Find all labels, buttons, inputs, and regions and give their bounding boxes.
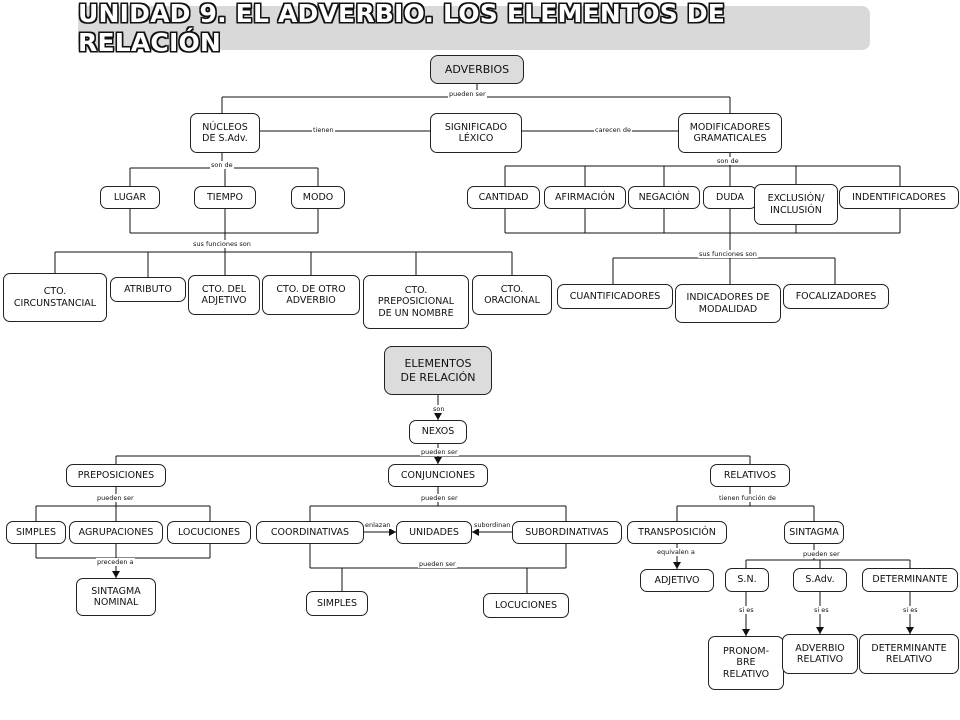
preposiciones-node: PREPOSICIONES — [66, 464, 166, 487]
negacion-node: NEGACIÓN — [628, 186, 700, 209]
sintagma-nominal-node: SINTAGMA NOMINAL — [76, 578, 156, 616]
adverbios-node: ADVERBIOS — [430, 55, 524, 84]
son-de-left-label: son de — [210, 161, 234, 169]
nexos-node: NEXOS — [409, 420, 467, 444]
lugar-node: LUGAR — [100, 186, 160, 209]
cto-oracional-node: CTO. ORACIONAL — [472, 275, 552, 315]
sint-pueden-ser-label: pueden ser — [802, 550, 841, 558]
sadv-node: S.Adv. — [793, 568, 847, 592]
subordinan-label: subordinan — [473, 521, 512, 529]
funciones-left-label: sus funciones son — [192, 240, 252, 248]
exclusion-node: EXCLUSIÓN/ INCLUSIÓN — [754, 184, 838, 225]
tienen-label: tienen — [312, 126, 335, 134]
determinante-node: DETERMINANTE — [862, 568, 958, 592]
modo-node: MODO — [291, 186, 345, 209]
adjetivo-node: ADJETIVO — [640, 569, 714, 592]
prep-pueden-ser-label: pueden ser — [96, 494, 135, 502]
conj-locuciones-node: LOCUCIONES — [483, 593, 569, 618]
indentificadores-node: INDENTIFICADORES — [839, 186, 959, 209]
pueden-ser-label: pueden ser — [448, 90, 487, 98]
atributo-node: ATRIBUTO — [110, 277, 186, 302]
nexos-pueden-ser-label: pueden ser — [420, 448, 459, 456]
conj-pueden-ser-2-label: pueden ser — [418, 560, 457, 568]
cto-adjetivo-node: CTO. DEL ADJETIVO — [188, 275, 260, 315]
cantidad-node: CANTIDAD — [467, 186, 540, 209]
prep-simples-node: SIMPLES — [6, 521, 66, 544]
son-label: son — [432, 405, 446, 413]
page-title: UNIDAD 9. EL ADVERBIO. LOS ELEMENTOS DE … — [78, 0, 726, 57]
relativos-node: RELATIVOS — [710, 464, 790, 487]
adverbio-relativo-node: ADVERBIO RELATIVO — [782, 634, 858, 674]
conjunciones-node: CONJUNCIONES — [388, 464, 488, 487]
funciones-right-label: sus funciones son — [698, 250, 758, 258]
conj-pueden-ser-label: pueden ser — [420, 494, 459, 502]
tienen-funcion-label: tienen función de — [718, 494, 777, 502]
cto-circunstancial-node: CTO. CIRCUNSTANCIAL — [3, 273, 107, 322]
prep-locuciones-node: LOCUCIONES — [167, 521, 251, 544]
carecen-de-label: carecen de — [594, 126, 632, 134]
indicadores-node: INDICADORES DE MODALIDAD — [675, 284, 781, 323]
cuantificadores-node: CUANTIFICADORES — [557, 284, 673, 309]
coordinativas-node: COORDINATIVAS — [256, 521, 364, 544]
si-es-1-label: si es — [738, 606, 755, 614]
agrupaciones-node: AGRUPACIONES — [69, 521, 163, 544]
equivalen-a-label: equivalen a — [656, 548, 696, 556]
enlazan-label: enlazan — [364, 521, 392, 529]
afirmacion-node: AFIRMACIÓN — [544, 186, 626, 209]
elementos-relacion-node: ELEMENTOS DE RELACIÓN — [384, 346, 492, 395]
subordinativas-node: SUBORDINATIVAS — [512, 521, 622, 544]
son-de-right-label: son de — [716, 157, 740, 165]
sintagma-node: SINTAGMA — [784, 521, 844, 544]
conj-simples-node: SIMPLES — [306, 591, 368, 616]
duda-node: DUDA — [703, 186, 757, 209]
cto-preposicional-node: CTO. PREPOSICIONAL DE UN NOMBRE — [363, 275, 469, 329]
sn-node: S.N. — [725, 568, 769, 592]
si-es-2-label: si es — [813, 606, 830, 614]
transposicion-node: TRANSPOSICIÓN — [627, 521, 727, 544]
pronombre-relativo-node: PRONOM- BRE RELATIVO — [708, 636, 784, 690]
si-es-3-label: si es — [902, 606, 919, 614]
unidades-node: UNIDADES — [396, 521, 472, 544]
cto-adverbio-node: CTO. DE OTRO ADVERBIO — [262, 275, 360, 315]
tiempo-node: TIEMPO — [194, 186, 256, 209]
determinante-relativo-node: DETERMINANTE RELATIVO — [859, 634, 959, 674]
significado-node: SIGNIFICADO LÉXICO — [430, 113, 522, 153]
preceden-a-label: preceden a — [96, 558, 135, 566]
focalizadores-node: FOCALIZADORES — [783, 284, 889, 309]
modificadores-node: MODIFICADORES GRAMATICALES — [678, 113, 782, 153]
nucleos-node: NÚCLEOS DE S.Adv. — [190, 113, 260, 153]
title-banner: UNIDAD 9. EL ADVERBIO. LOS ELEMENTOS DE … — [78, 0, 870, 57]
